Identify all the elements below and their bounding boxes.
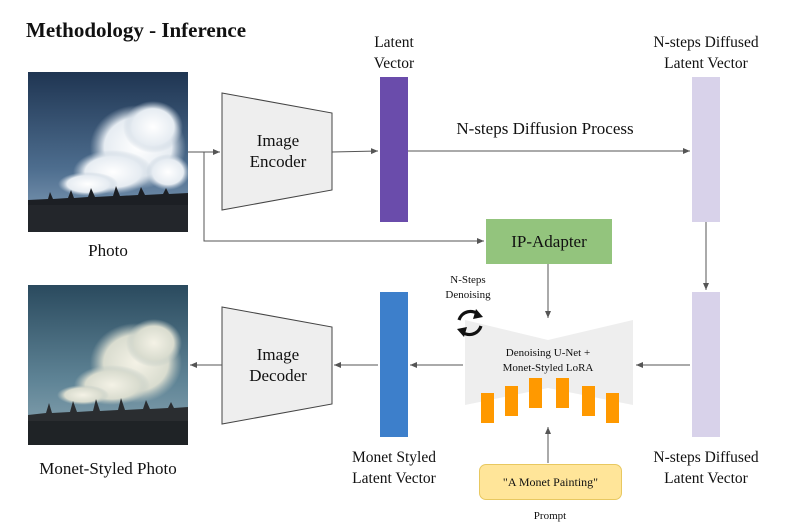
latent-vector-label: Latent Vector [373,34,415,72]
diagram-title: Methodology - Inference [26,18,247,42]
output-caption: Monet-Styled Photo [39,459,177,478]
photo-caption: Photo [88,241,128,260]
input-photo [28,72,188,232]
cycle-icon [457,309,483,337]
monet-latent-bar [380,292,408,437]
diffused-bottom-label: N-steps Diffused Latent Vector [653,449,759,487]
output-photo [28,285,188,445]
prompt-text: "A Monet Painting" [502,474,599,489]
encoder-label: Image Encoder [249,131,307,171]
unet-bar [505,386,518,416]
diffused-latent-bar-top [692,77,720,222]
prompt-caption: Prompt [533,510,567,522]
unet-bar [481,393,494,423]
denoising-steps-label: N-Steps Denoising [445,274,491,301]
unet-bar [606,393,619,423]
unet-bar [582,386,595,416]
unet-bar [529,378,542,408]
diffused-latent-bar-bottom [692,292,720,437]
encoder-block [221,92,333,211]
diffused-top-label: N-steps Diffused Latent Vector [653,34,759,72]
decoder-block [221,306,333,425]
diffusion-process-label: N-steps Diffusion Process [456,119,634,138]
unet-bar [556,378,569,408]
latent-vector-bar [380,77,408,222]
ip-adapter-box: IP-Adapter [486,219,612,264]
ip-adapter-label: IP-Adapter [511,231,587,251]
monet-latent-label: Monet Styled Latent Vector [352,449,436,487]
unet-label: Denoising U-Net + Monet-Styled LoRA [502,347,594,374]
prompt-box: "A Monet Painting" [479,464,622,500]
decoder-label: Image Decoder [249,345,307,385]
unet-block [465,320,633,405]
